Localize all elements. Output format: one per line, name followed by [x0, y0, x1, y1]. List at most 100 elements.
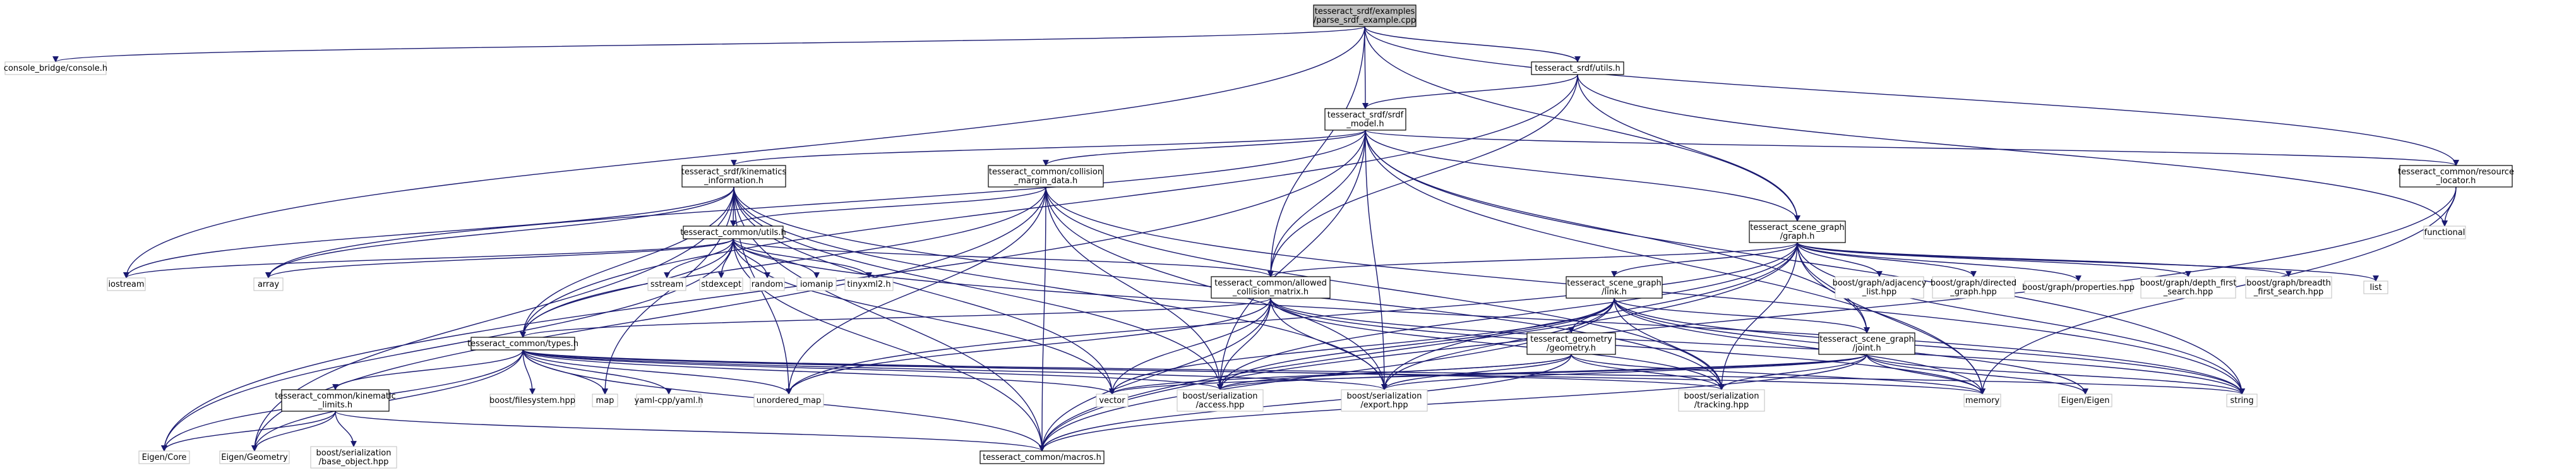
node-console-bridge-console-h[interactable]: console_bridge/console.h	[4, 61, 107, 75]
node-vector[interactable]: vector	[1096, 394, 1129, 407]
node-sstream[interactable]: sstream	[647, 277, 686, 291]
node-yaml-cpp-yaml-h[interactable]: yaml-cpp/yaml.h	[635, 394, 704, 407]
edge-common_types-to-string	[522, 349, 2245, 395]
edge-kinematic_limits-to-eigen_core	[161, 411, 336, 452]
edge-acm-to-ser_access	[1217, 298, 1271, 390]
node-label: random	[752, 280, 783, 289]
node-memory[interactable]: memory	[1963, 394, 2001, 407]
edge-kinematic_limits-to-base_object	[335, 411, 357, 447]
edge-graph-to-directed	[1797, 242, 1977, 277]
edge-kinematic_limits-to-macros	[335, 411, 1045, 452]
edge-acm-to-ser_tracking	[1270, 298, 1725, 390]
edge-common_types-to-filesystem	[522, 349, 536, 395]
node-tesseract-common-resource-locator-h[interactable]: tesseract_common/resource _locator.h	[2398, 165, 2514, 188]
node-tesseract-common-allowed-collision-matrix-h[interactable]: tesseract_common/allowed _collision_matr…	[1211, 276, 1331, 299]
node-tinyxml2-h[interactable]: tinyxml2.h	[844, 277, 894, 291]
edge-graph-to-dfs	[1797, 242, 2191, 277]
edge-collision_margin-to-ser_access	[1045, 186, 1223, 390]
edge-common_types-to-vector	[522, 349, 1115, 395]
node-boost-graph-breadth-first-search-hpp[interactable]: boost/graph/breadth _first_search.hpp	[2245, 276, 2332, 299]
node-tesseract-srdf-utils-h[interactable]: tesseract_srdf/utils.h	[1531, 61, 1624, 75]
node-tesseract-scene-graph-link-h[interactable]: tesseract_scene_graph /link.h	[1566, 276, 1663, 299]
node-label: boost/graph/adjacency	[1833, 279, 1927, 288]
node-boost-graph-depth-first-search-hpp[interactable]: boost/graph/depth_first _search.hpp	[2140, 276, 2237, 299]
node-boost-graph-properties-hpp[interactable]: boost/graph/properties.hpp	[2022, 280, 2135, 294]
node-boost-serialization-export-hpp[interactable]: boost/serialization /export.hpp	[1341, 389, 1428, 412]
node-label: tesseract_common/kinematic	[275, 392, 396, 401]
node-label: Eigen/Core	[142, 453, 187, 462]
edge-joint-to-ser_export	[1381, 354, 1867, 390]
node-label: vector	[1099, 396, 1125, 406]
edge-collision_margin-to-unordered_map	[786, 186, 1046, 395]
node-list[interactable]: list	[2363, 280, 2388, 294]
edge-geometry-to-ser_export	[1381, 354, 1572, 390]
edge-root-to-srdf_utils	[1364, 26, 1581, 63]
node-tesseract-common-types-h[interactable]: tesseract_common/types.h	[467, 337, 578, 351]
node-tesseract-scene-graph-graph-h[interactable]: tesseract_scene_graph /graph.h	[1749, 220, 1846, 243]
node-tesseract-geometry-geometry-h[interactable]: tesseract_geometry /geometry.h	[1526, 332, 1616, 355]
node-label: tesseract_srdf/srdf	[1327, 111, 1404, 120]
node-label: array	[258, 280, 279, 289]
node-tesseract-common-kinematic-limits-h[interactable]: tesseract_common/kinematic _limits.h	[275, 389, 396, 412]
edge-collision_margin-to-ser_tracking	[1045, 186, 1725, 390]
edge-srdf_utils-to-srdf_model	[1362, 74, 1578, 109]
node-iomanip[interactable]: iomanip	[796, 277, 837, 291]
node-label: string	[2230, 396, 2253, 406]
node-label: /link.h	[1602, 287, 1627, 297]
node-tesseract-common-utils-h[interactable]: tesseract_common/utils.h	[680, 225, 786, 239]
node-boost-serialization-access-hpp[interactable]: boost/serialization /access.hpp	[1177, 389, 1264, 412]
edge-joint-to-eigen_eigen	[1866, 354, 2088, 395]
node-label: tesseract_scene_graph	[1567, 279, 1661, 288]
node-label: /joint.h	[1852, 344, 1881, 353]
node-label: map	[596, 396, 614, 406]
node-boost-serialization-base-object-hpp[interactable]: boost/serialization /base_object.hpp	[310, 446, 397, 469]
node-stdexcept[interactable]: stdexcept	[699, 277, 743, 291]
edge-common_utils-to-vector	[733, 238, 1115, 395]
edge-srdf_model-to-array	[265, 129, 1366, 279]
node-layer: tesseract_srdf/examples /parse_srdf_exam…	[4, 4, 2514, 469]
edge-common_types-to-memory	[522, 349, 1986, 395]
node-boost-graph-adjacency-list-hpp[interactable]: boost/graph/adjacency _list.hpp	[1833, 276, 1927, 299]
node-label: boost/graph/breadth	[2246, 279, 2331, 288]
node-tesseract-common-collision-margin-data-h[interactable]: tesseract_common/collision _margin_data.…	[988, 165, 1104, 188]
edge-link-to-ser_tracking	[1614, 298, 1725, 390]
node-tesseract-srdf-srdf-model-h[interactable]: tesseract_srdf/srdf _model.h	[1324, 108, 1406, 131]
edge-geometry-to-macros	[1039, 354, 1572, 452]
node-parse-srdf-example-cpp[interactable]: tesseract_srdf/examples /parse_srdf_exam…	[1313, 4, 1417, 27]
node-unordered-map[interactable]: unordered_map	[753, 394, 824, 407]
edge-geometry-to-vector	[1109, 354, 1572, 395]
node-boost-serialization-tracking-hpp[interactable]: boost/serialization /tracking.hpp	[1678, 389, 1765, 412]
node-tesseract-srdf-kinematics-information-h[interactable]: tesseract_srdf/kinematics _information.h	[681, 165, 787, 188]
node-tesseract-common-macros-h[interactable]: tesseract_common/macros.h	[979, 450, 1105, 464]
node-label: tesseract_common/collision	[989, 167, 1103, 177]
node-iostream[interactable]: iostream	[107, 277, 146, 291]
node-label: tesseract_common/utils.h	[680, 228, 786, 238]
edge-common_utils-to-iostream	[123, 238, 734, 279]
node-functional[interactable]: functional	[2423, 225, 2466, 239]
edge-link-to-ser_access	[1217, 298, 1615, 390]
node-eigen-core[interactable]: Eigen/Core	[138, 450, 190, 464]
edge-graph-to-acm	[1267, 242, 1798, 277]
node-label: /export.hpp	[1360, 400, 1408, 410]
node-label: boost/graph/directed	[1931, 279, 2016, 288]
node-random[interactable]: random	[750, 277, 785, 291]
edge-srdf_utils-to-functional	[1577, 74, 2448, 227]
node-tesseract-scene-graph-joint-h[interactable]: tesseract_scene_graph /joint.h	[1818, 332, 1915, 355]
node-label: tesseract_srdf/examples	[1315, 7, 1415, 16]
node-label: console_bridge/console.h	[4, 64, 107, 73]
edge-common_utils-to-sstream	[664, 238, 734, 279]
node-boost-graph-directed-graph-hpp[interactable]: boost/graph/directed _graph.hpp	[1931, 276, 2016, 299]
node-label: tesseract_common/macros.h	[983, 453, 1101, 462]
node-label: tesseract_common/allowed	[1214, 279, 1327, 288]
edge-srdf_model-to-collision_margin	[1043, 129, 1366, 166]
node-string[interactable]: string	[2226, 394, 2258, 407]
node-array[interactable]: array	[253, 277, 284, 291]
node-boost-filesystem-hpp[interactable]: boost/filesystem.hpp	[489, 394, 575, 407]
node-eigen-geometry[interactable]: Eigen/Geometry	[219, 450, 290, 464]
edge-collision_margin-to-common_utils	[730, 186, 1046, 227]
edge-acm-to-unordered_map	[786, 298, 1271, 395]
node-label: boost/serialization	[316, 448, 391, 458]
node-eigen-eigen[interactable]: Eigen/Eigen	[2058, 394, 2112, 407]
node-map[interactable]: map	[592, 394, 618, 407]
edge-root-to-graph	[1364, 26, 1800, 222]
